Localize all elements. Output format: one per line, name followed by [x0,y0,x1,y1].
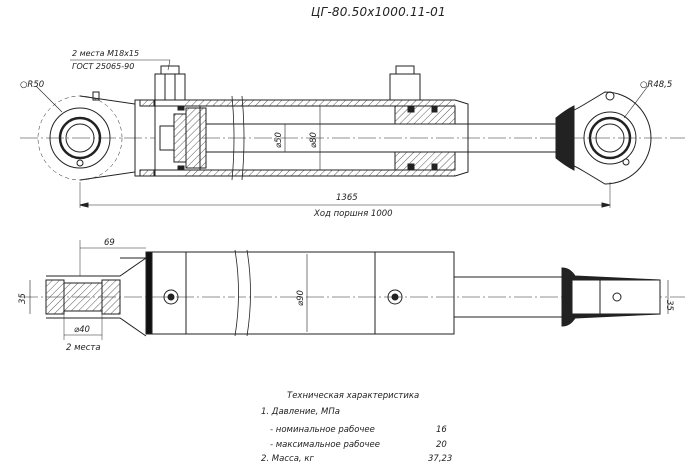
right-port-fitting [395,65,415,75]
mass-value: 37,23 [428,454,453,464]
piston [173,113,187,163]
dim-35-right-label: 35 [664,300,674,311]
radius-left-label: ○R50 [20,80,45,90]
left-grease-fitting [76,159,84,167]
stroke-label: Ход поршня 1000 [314,209,393,219]
left-port-boss [154,73,186,101]
port-note-line2: ГОСТ 25065-90 [72,62,135,71]
right-eye-body [559,91,652,185]
port-note-line1: 2 места М18х15 [72,49,140,58]
left-port-fitting [160,65,180,75]
outer-diameter-label: ⌀90 [296,290,306,306]
right-eye-outer [583,111,637,165]
left-port [163,289,179,305]
pin-note-label: 2 места [66,343,101,353]
pin-diameter-label: ⌀40 [74,325,90,335]
radius-right-label: ○R48,5 [640,80,673,90]
left-cap-seal [145,251,153,335]
bore-diameter-label: ⌀80 [309,132,319,148]
side-view [20,240,685,340]
right-port-boss [389,73,421,101]
radius-right-icon: ○ [640,80,648,90]
dim-69-label: 69 [104,238,115,248]
mass-label: 2. Масса, кг [261,454,314,464]
left-grease-nipple [92,91,100,101]
overall-length-label: 1365 [336,193,358,203]
right-eye-pin-hole [595,123,625,153]
pressure-label: 1. Давление, МПа [261,407,340,417]
spec-row-nominal-label: - номинальное рабочее [270,425,375,435]
rod-diameter-label: ⌀50 [274,132,284,148]
spec-row-max-label: - максимальное рабочее [270,440,381,450]
spec-row-max-value: 20 [436,440,447,450]
gland-top [394,105,456,125]
right-eye-bushing [588,116,632,160]
right-port [387,289,403,305]
specs-heading: Техническая характеристика [287,391,420,401]
left-eye-bushing [58,116,102,160]
section-view [20,59,685,208]
radius-left-icon: ○ [20,80,28,90]
left-clevis-section [45,279,65,315]
dim-35-left-label: 35 [18,293,28,304]
drawing-title: ЦГ-80.50х1000.11-01 [311,5,446,19]
right-eye-seal [555,105,575,171]
left-eye-pin-hole [65,123,95,153]
right-grease-fitting [605,91,615,101]
left-eye-outer [49,107,111,169]
spec-row-nominal-value: 16 [436,425,447,435]
gland-bottom [394,151,456,171]
right-grease-side [612,292,622,302]
